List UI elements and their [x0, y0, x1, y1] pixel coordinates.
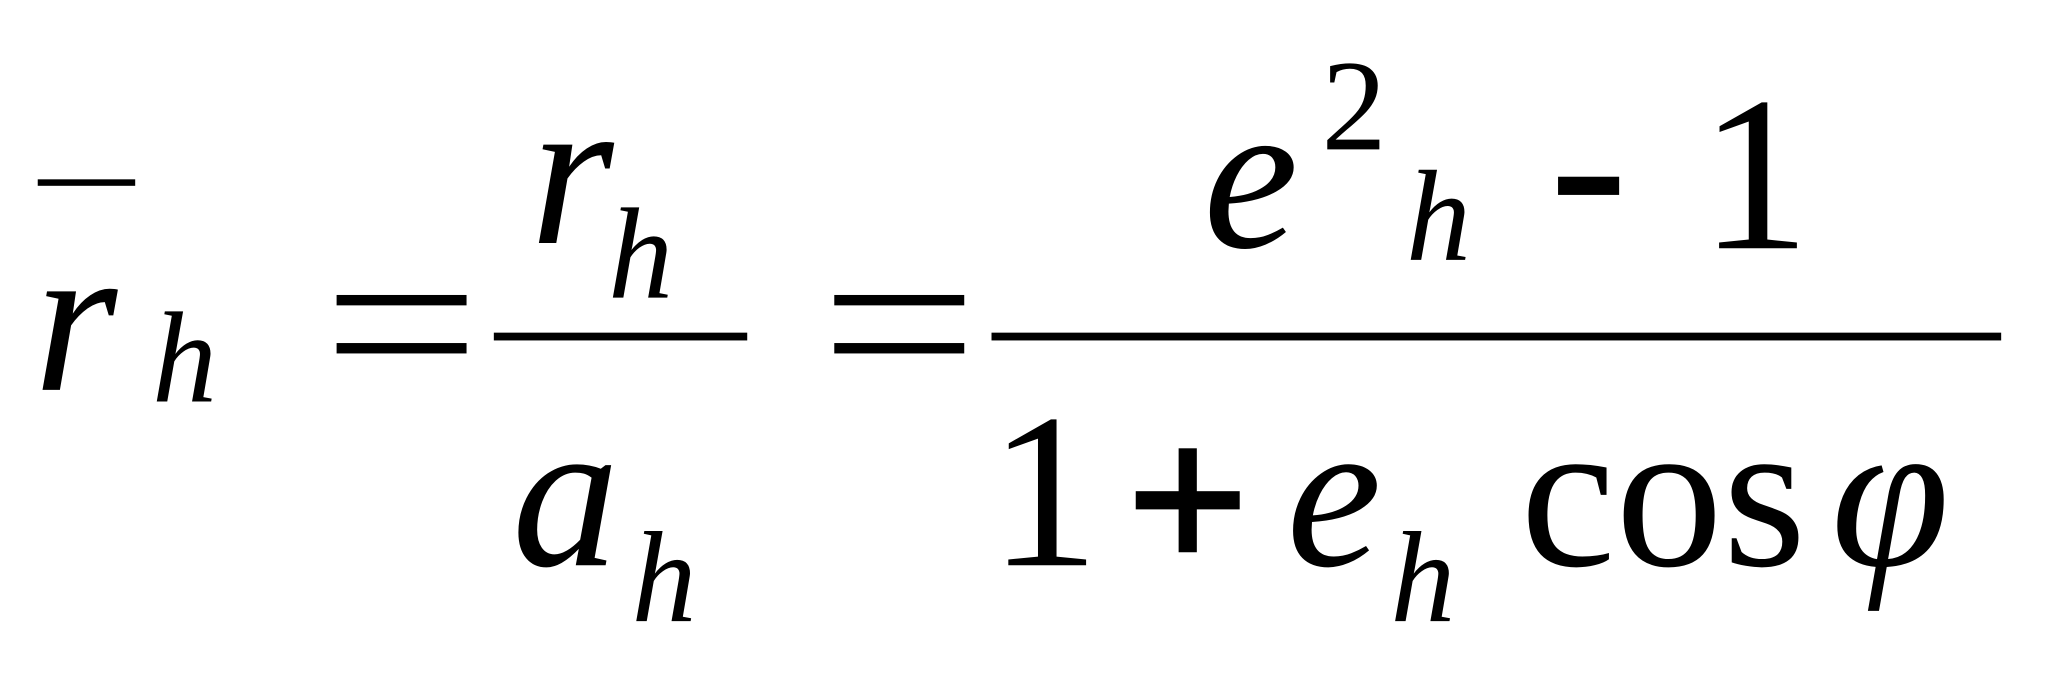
fraction2-denominator-subscript: h — [1390, 506, 1455, 650]
fraction2-numerator-superscript: 2 — [1322, 34, 1387, 178]
minus-sign — [1558, 176, 1620, 195]
fraction1-numerator-symbol: r — [530, 53, 615, 290]
fraction1-numerator-subscript: h — [608, 183, 673, 327]
equals-sign-2 — [834, 294, 965, 354]
fraction1-denominator-symbol: a — [512, 375, 619, 612]
plus-sign — [1135, 448, 1240, 553]
mean-bar — [37, 179, 136, 186]
fraction2-line — [991, 332, 2002, 341]
lhs-subscript: h — [152, 287, 217, 431]
fraction2-denominator-operator: + — [1136, 508, 1143, 523]
equals-sign-1 — [336, 294, 467, 354]
fraction2-numerator-symbol: e — [1203, 57, 1298, 294]
cos-function: cos — [1520, 375, 1806, 612]
fraction2-numerator-operator: - — [1558, 196, 1562, 211]
fraction1-denominator-subscript: h — [632, 506, 697, 650]
fraction2-numerator-subscript: h — [1406, 145, 1471, 289]
fraction2-numerator-constant: 1 — [1700, 51, 1810, 296]
lhs-symbol: r — [34, 200, 119, 437]
fraction2-denominator-constant: 1 — [989, 368, 1099, 613]
fraction2-denominator-symbol: e — [1286, 375, 1381, 612]
phi-symbol: φ — [1831, 375, 1950, 612]
fraction1-line — [493, 332, 748, 341]
